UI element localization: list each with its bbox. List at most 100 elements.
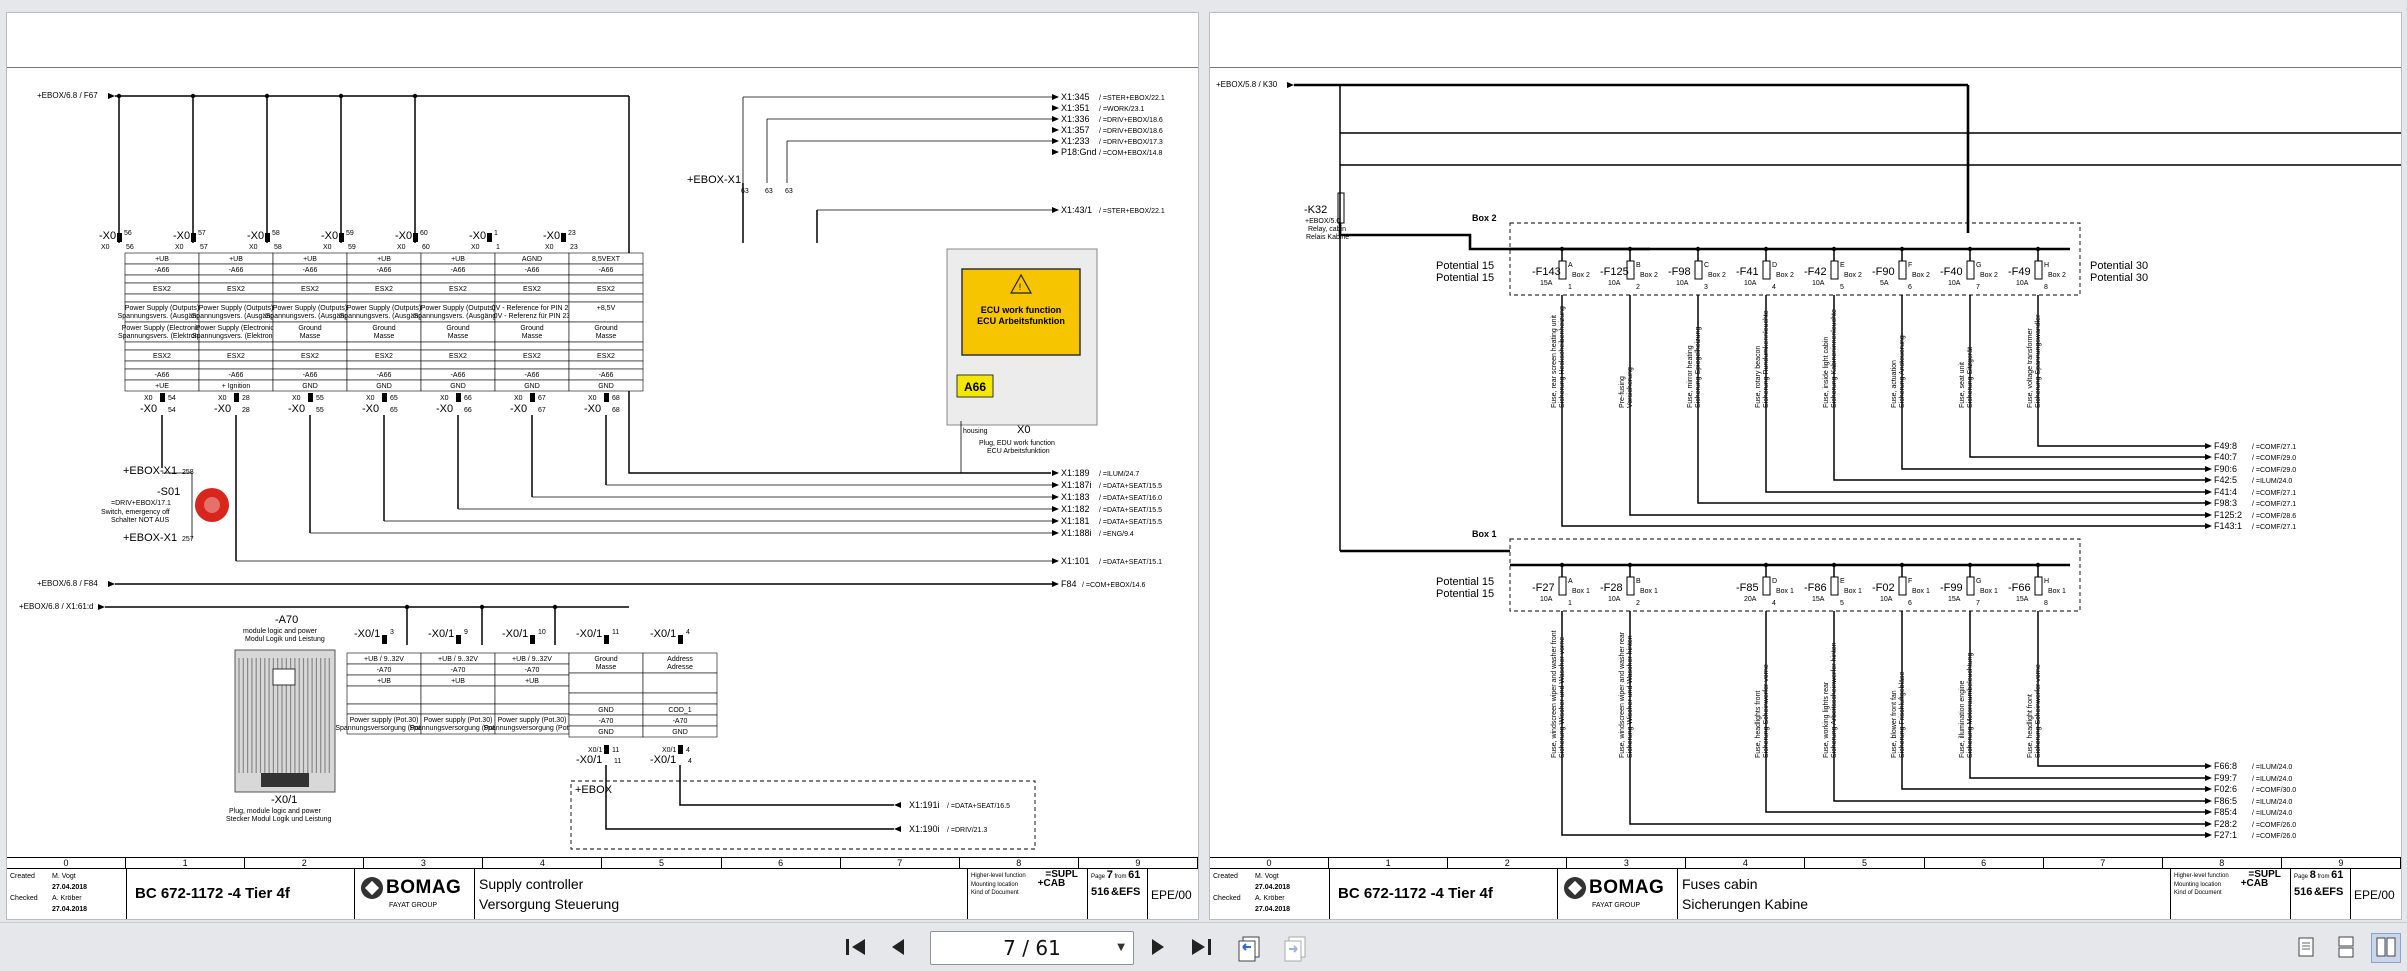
arrow-right-icon xyxy=(108,581,115,587)
table-cell-text: -A66 xyxy=(155,267,170,274)
fuse-pos: 8 xyxy=(2044,600,2048,607)
revision: EPE/00 xyxy=(2351,869,2401,919)
wire-190i xyxy=(605,765,894,830)
pin-number-b: 60 xyxy=(422,244,430,251)
table-cell-text: Spannungsvers. (Ausgänge) xyxy=(266,313,355,320)
table-cell-text: -A66 xyxy=(377,267,392,274)
table-cell-text: -A66 xyxy=(229,372,244,379)
table-cell xyxy=(642,692,718,705)
wire-191i xyxy=(679,765,894,806)
dropdown-arrow-icon[interactable]: ▼ xyxy=(1117,942,1125,953)
plug-x01-tag: -X0/1 xyxy=(271,794,297,806)
forward-view-icon xyxy=(1284,936,1306,962)
switch-s01-tag: -S01 xyxy=(157,486,180,498)
page-label: Page xyxy=(2294,874,2309,880)
pin-marker xyxy=(413,233,418,242)
ruler-col-9: 9 xyxy=(1079,858,1198,868)
ebox-f67-label: +EBOX/6.8 / F67 xyxy=(37,91,98,100)
warning-mark: ! xyxy=(1019,282,1022,292)
continuous-view-button[interactable] xyxy=(2331,933,2361,963)
created-date: 27.04.2018 xyxy=(52,884,88,891)
arrow-right-icon xyxy=(2205,763,2212,769)
pin-63b: 63 xyxy=(765,188,773,195)
prev-page-button[interactable] xyxy=(888,935,908,961)
ref-term: X1:183 xyxy=(1061,492,1090,502)
box1-out-5 xyxy=(1629,611,2206,825)
fuse-id: -F27 xyxy=(1532,582,1555,594)
table-cell xyxy=(494,703,570,715)
forward-view-button[interactable] xyxy=(1280,933,1310,962)
arrow-right-icon xyxy=(2205,500,2212,506)
table-cell-text: Power Supply (Electronic) xyxy=(122,325,203,332)
pin-marker xyxy=(308,393,313,402)
two-page-view-button[interactable] xyxy=(2371,933,2401,963)
table-cell-text: GND xyxy=(598,707,614,714)
junction-dot xyxy=(412,93,418,99)
box2-dashed-frame xyxy=(1509,222,2081,296)
ruler-col-1: 1 xyxy=(126,858,246,868)
connector-tag: -X0 xyxy=(362,403,379,415)
ref-target: / =DATA+SEAT/15.1 xyxy=(1099,559,1162,566)
connector-tag: -X0/1 xyxy=(650,628,676,640)
doc-number: 516 xyxy=(1091,886,1110,898)
fuse-desc: Fuse, voltage transformer xyxy=(2027,328,2034,408)
box1-out-4 xyxy=(1765,611,2206,813)
fuse-id: -F125 xyxy=(1600,266,1629,278)
fuse-amp: 15A xyxy=(1948,596,1961,603)
page-top-margin xyxy=(7,13,1198,68)
ruler-col-4: 4 xyxy=(483,858,603,868)
fuse-id: -F99 xyxy=(1940,582,1963,594)
fuse-pos: 4 xyxy=(1772,600,1776,607)
table-cell-text: ESX2 xyxy=(523,353,541,360)
two-page-view-icon xyxy=(2376,937,2396,956)
table-cell xyxy=(420,293,496,303)
table-cell-text: +UB / 9..32V xyxy=(364,656,404,663)
pin-number-c: 66 xyxy=(464,407,472,414)
fuse-pos: 5 xyxy=(1840,600,1844,607)
table-cell-text: ESX2 xyxy=(375,353,393,360)
ref-term: F99:7 xyxy=(2214,773,2237,783)
function-location: Higher-level function =SUPL Mounting loc… xyxy=(2171,869,2291,919)
function-location: Higher-level function =SUPL Mounting loc… xyxy=(968,869,1088,919)
page-number-input[interactable]: 7 / 61 ▼ xyxy=(930,931,1134,965)
ebox-box-label: +EBOX xyxy=(575,784,613,796)
ruler-col-4: 4 xyxy=(1686,858,1806,868)
fuse-box: Box 2 xyxy=(1640,272,1658,279)
pin-marker xyxy=(678,635,683,644)
ruler-col-7: 7 xyxy=(2044,858,2163,868)
fuse-letter: F xyxy=(1908,578,1912,585)
last-page-button[interactable] xyxy=(1188,935,1214,961)
fuse-icon xyxy=(1966,260,1975,280)
box1-potential15-b: Potential 15 xyxy=(1436,588,1494,600)
ref-target: / =ILUM/24.7 xyxy=(1099,471,1139,478)
arrow-left-icon xyxy=(894,826,901,832)
back-view-button[interactable] xyxy=(1234,933,1264,962)
pin-marker xyxy=(604,745,609,754)
description-de: Versorgung Steuerung xyxy=(479,896,620,912)
fuse-icon xyxy=(1626,260,1635,280)
next-page-button[interactable] xyxy=(1148,935,1168,961)
table-cell-text: Spannungsvers. (Elektronik) xyxy=(192,333,280,340)
arrow-right-icon xyxy=(1052,470,1059,476)
ruler-col-6: 6 xyxy=(722,858,841,868)
box1-out-6 xyxy=(1561,611,2206,836)
fuse-icon xyxy=(1898,576,1907,596)
checked-date: 27.04.2018 xyxy=(1255,906,1291,913)
fuse-letter: B xyxy=(1636,262,1641,269)
table-cell-text: +UB / 9..32V xyxy=(438,656,478,663)
page-value: 8 xyxy=(2309,869,2316,881)
pin-number: 57 xyxy=(198,230,206,237)
connector-x0: X0 xyxy=(545,244,554,251)
ref-term: X1:233 xyxy=(1061,136,1090,146)
fuse-letter: C xyxy=(1704,262,1709,269)
fuse-letter: E xyxy=(1840,262,1845,269)
connector-tag: -X0 xyxy=(140,403,157,415)
ref-target: / =DATA+SEAT/16.0 xyxy=(1099,495,1162,502)
fuse-box: Box 2 xyxy=(1572,272,1590,279)
first-page-button[interactable] xyxy=(843,935,869,961)
fuse-box: Box 1 xyxy=(1844,588,1862,595)
table-cell-text: +UB / 9..32V xyxy=(512,656,552,663)
fuse-icon xyxy=(1558,576,1567,596)
single-page-view-button[interactable] xyxy=(2291,933,2321,963)
